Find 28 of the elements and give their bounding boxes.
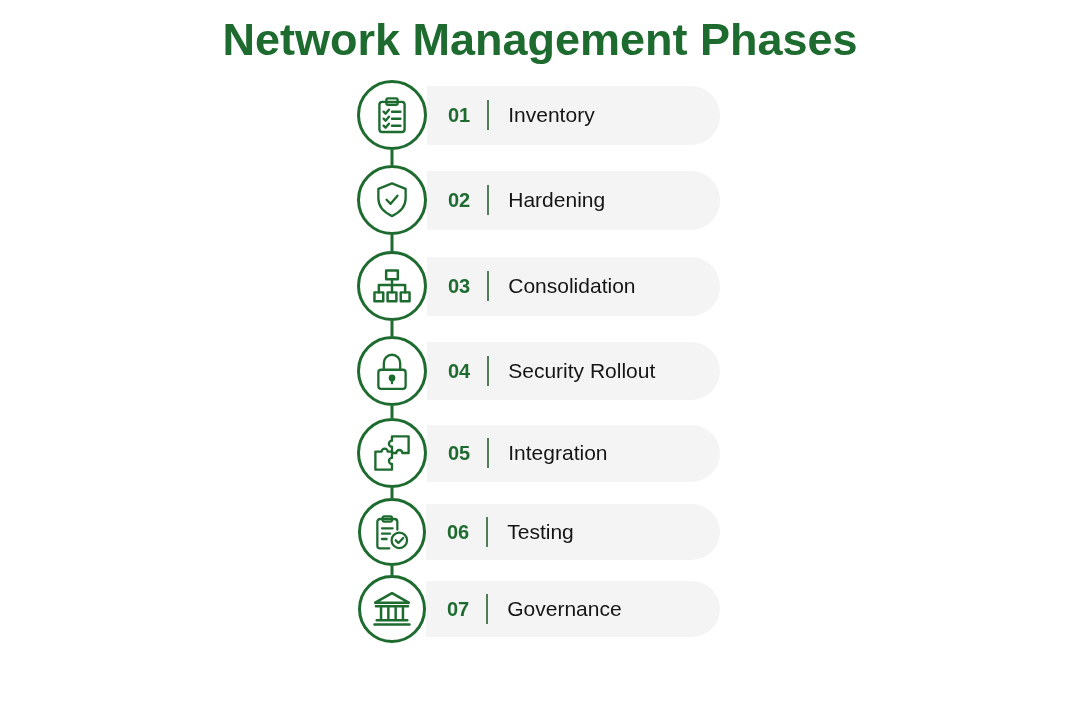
step-number: 05 [448,441,471,465]
step-pill [427,256,720,316]
connector-line [390,235,394,251]
step-number: 02 [448,188,471,212]
step-number: 03 [448,274,471,298]
step-label: Inventory [508,102,595,128]
step-number: 07 [447,597,470,621]
title: Network Management Phases [222,13,858,67]
connector-line [390,321,394,336]
step-pill [427,170,720,230]
step-label: Integration [508,440,608,466]
connector-line [390,566,394,575]
step-number: 04 [448,359,471,383]
step-number: 01 [448,103,471,127]
step-pill [426,504,720,560]
step-label: Security Rollout [508,358,656,384]
step-label: Governance [507,596,622,622]
step-number: 06 [447,520,470,544]
step-pill [427,85,720,145]
step-pill [426,581,720,637]
connector-line [390,488,394,498]
connector-line [390,406,394,418]
step-label: Consolidation [508,273,636,299]
step-pill [427,424,720,482]
step-label: Hardening [508,187,606,213]
step-label: Testing [507,519,574,545]
step-pill [427,342,720,400]
connector-line [390,150,394,165]
